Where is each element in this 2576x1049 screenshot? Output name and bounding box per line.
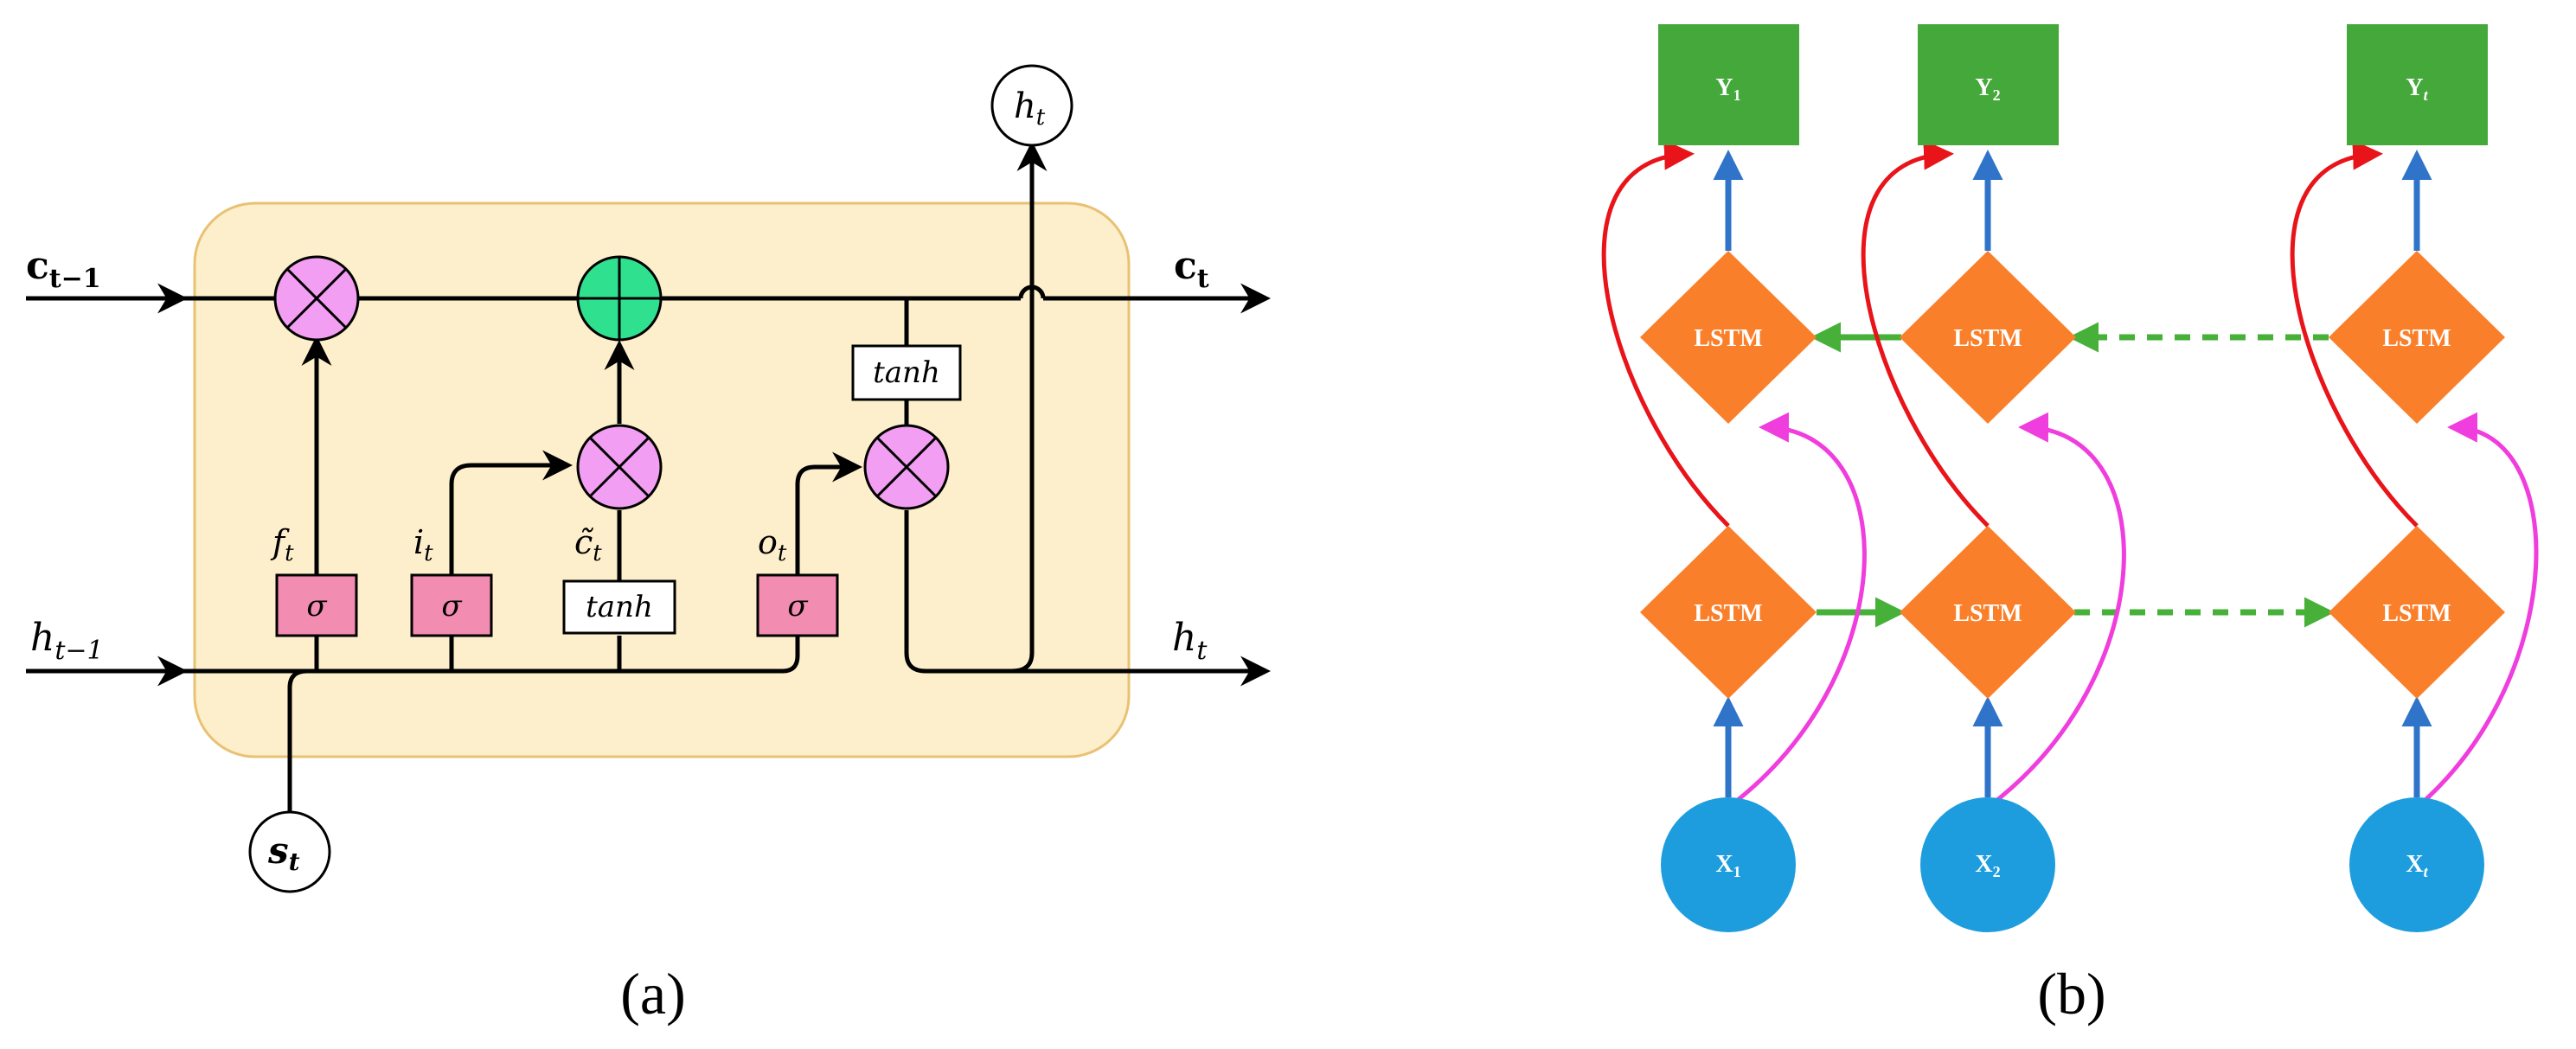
input-gate-label: it	[413, 523, 433, 566]
colt-lstm-forward: LSTM	[2329, 526, 2505, 699]
col2-lstm-forward: LSTM	[1900, 526, 2076, 699]
col1-input-label: X1	[1715, 851, 1740, 880]
col2-output-node: Y2	[1918, 24, 2059, 145]
output-to-h-line	[904, 510, 1034, 674]
colt-input-node: Xt	[2349, 797, 2484, 932]
c-out-label: ct	[1174, 244, 1209, 294]
col1-magenta-skip-arrow	[1728, 412, 1867, 808]
col2-input-label: X2	[1975, 851, 2000, 880]
panel-a-label: (a)	[620, 961, 685, 1027]
input-gate-line-b	[449, 450, 573, 575]
colt-input-label: Xt	[2406, 851, 2428, 880]
colt-output-label: Yt	[2406, 74, 2428, 104]
cell-tanh-fn: tanh	[873, 355, 940, 390]
column-2: Y2 LSTM LSTM X2	[1861, 24, 2126, 932]
forget-gate-fn: σ	[306, 589, 327, 624]
colt-output-node: Yt	[2347, 24, 2488, 145]
c-prev-label: ct−1	[26, 244, 101, 294]
hidden-state-bus	[182, 451, 862, 674]
colt-lstm-backward: LSTM	[2329, 251, 2505, 424]
cell-add-op	[576, 255, 663, 342]
h-out-label: ht	[1172, 616, 1208, 666]
col2-lstm-forward-label: LSTM	[1953, 600, 2022, 627]
col2-input-node: X2	[1920, 797, 2055, 932]
col2-red-skip-arrow	[1861, 139, 1990, 528]
h-top-node: ht	[990, 64, 1073, 147]
colt-lstm-backward-label: LSTM	[2382, 325, 2451, 352]
colt-lstm-forward-label: LSTM	[2382, 600, 2451, 627]
col2-magenta-skip-arrow	[1988, 412, 2126, 808]
col2-lstm-backward: LSTM	[1900, 251, 2076, 424]
output-gate-fn: σ	[787, 589, 808, 624]
input-gate-box: σ	[410, 573, 493, 637]
input-gate-fn: σ	[441, 589, 462, 624]
output-multiply-op	[863, 424, 950, 510]
col1-input-node: X1	[1661, 797, 1796, 932]
candidate-fn: tanh	[586, 590, 653, 624]
output-gate-label: ot	[758, 523, 787, 566]
col2-output-label: Y2	[1975, 74, 2000, 104]
h-top-label: ht	[1014, 86, 1046, 131]
column-t: Yt LSTM LSTM Xt	[2290, 24, 2539, 932]
input-multiply-op	[576, 424, 663, 510]
panel-b: Y1 LSTM LSTM X1 Y2	[1601, 24, 2539, 1027]
colt-red-skip-arrow	[2290, 139, 2419, 528]
col1-output-node: Y1	[1658, 24, 1799, 145]
col2-lstm-backward-label: LSTM	[1953, 325, 2022, 352]
col1-lstm-backward-label: LSTM	[1694, 325, 1762, 352]
col1-lstm-forward: LSTM	[1640, 526, 1817, 699]
s-input-node: st	[248, 810, 331, 893]
h-up-line	[1011, 141, 1048, 674]
colt-magenta-skip-arrow	[2417, 412, 2539, 808]
s-input-label: st	[267, 829, 300, 876]
forget-multiply-op	[273, 255, 360, 342]
s-input-line	[287, 668, 308, 813]
output-gate-box: σ	[756, 573, 839, 637]
column-1: Y1 LSTM LSTM X1	[1601, 24, 1867, 932]
candidate-box: tanh	[562, 579, 676, 635]
forget-gate-box: σ	[275, 573, 358, 637]
col1-output-label: Y1	[1715, 74, 1740, 104]
panel-a: σ σ tanh σ tanh ft it c̃t ot ct−1 ht−1 c…	[26, 64, 1271, 1027]
h-prev-label: ht−1	[30, 616, 104, 666]
col1-lstm-forward-label: LSTM	[1694, 600, 1762, 627]
candidate-label: c̃t	[574, 523, 602, 566]
panel-b-label: (b)	[2037, 961, 2105, 1027]
cell-tanh-box: tanh	[851, 344, 962, 401]
col1-red-skip-arrow	[1601, 139, 1730, 528]
col1-lstm-backward: LSTM	[1640, 251, 1817, 424]
